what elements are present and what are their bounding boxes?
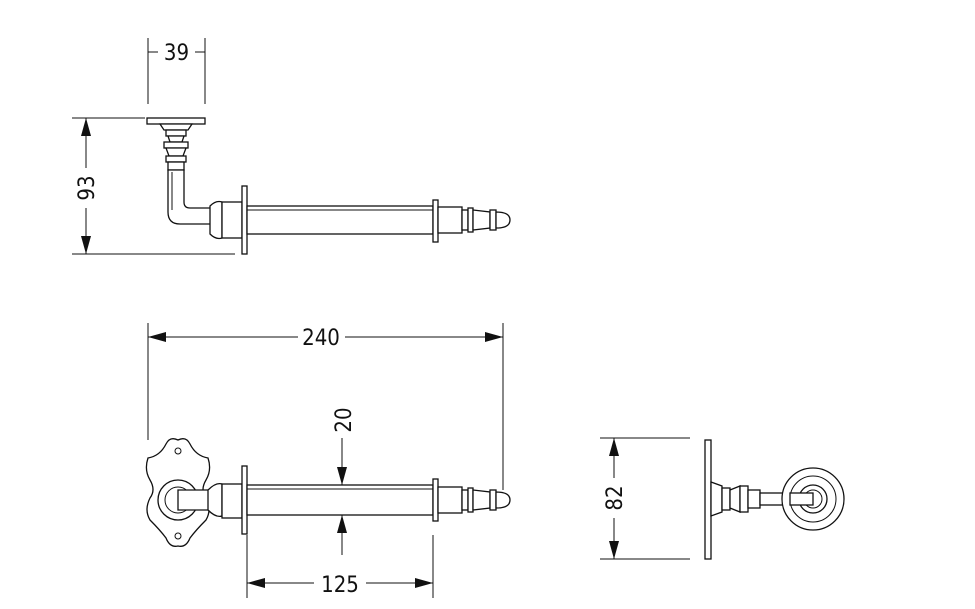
dim-label-20: 20 — [332, 407, 357, 432]
front-arm — [177, 489, 211, 511]
wall-plate-side — [704, 439, 712, 560]
bent-arm — [167, 169, 213, 225]
flange-right-top — [432, 199, 439, 243]
dim-93: 93 — [72, 117, 235, 255]
dim-label-240: 240 — [302, 326, 340, 351]
finial-top — [437, 206, 511, 234]
screw-hole-bottom — [174, 532, 182, 540]
collar — [209, 200, 223, 240]
dim-39: 39 — [147, 38, 206, 104]
turned-neck-side — [710, 481, 791, 517]
top-view: 39 93 — [72, 38, 511, 255]
dim-240: 240 — [147, 323, 504, 490]
dim-label-125: 125 — [321, 573, 359, 598]
flange-left-front — [241, 465, 248, 535]
screw-hole-top — [174, 447, 182, 455]
finial-front — [437, 486, 511, 514]
dim-125: 125 — [246, 535, 434, 598]
front-view: 240 20 125 — [145, 323, 511, 598]
dim-20: 20 — [332, 407, 357, 555]
flange-left-top — [241, 185, 248, 255]
dim-label-39: 39 — [164, 41, 189, 66]
bracket-neck — [158, 123, 194, 171]
side-view: 82 — [600, 437, 845, 560]
dim-82: 82 — [600, 437, 690, 560]
dim-label-93: 93 — [75, 175, 100, 200]
dim-label-82: 82 — [603, 485, 628, 510]
wall-plate-top — [146, 117, 206, 125]
flange-right-front — [432, 478, 439, 522]
